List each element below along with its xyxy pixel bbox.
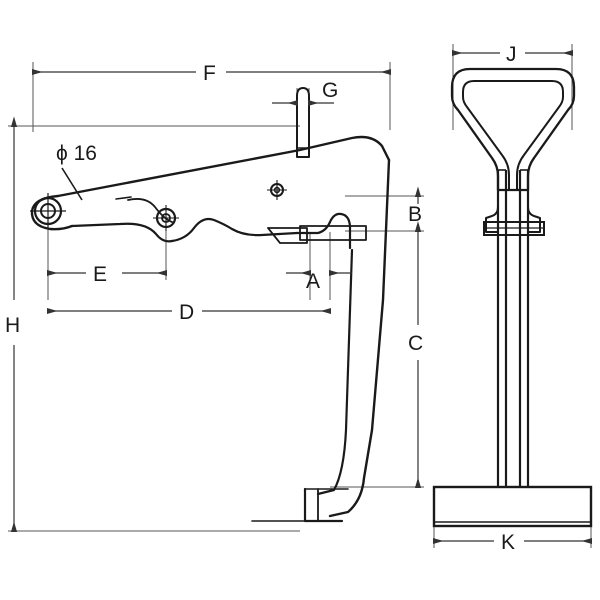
dimension-K: K — [432, 531, 593, 554]
dimension-K-label: K — [501, 531, 515, 554]
dimension-J: J — [451, 43, 574, 66]
dimension-F-label: F — [203, 62, 216, 85]
dimension-D-label: D — [179, 301, 194, 324]
dimension-G: G — [272, 79, 338, 107]
link-pin-hole — [153, 205, 179, 231]
dimension-F: F — [31, 62, 392, 85]
dimension-G-label: G — [322, 79, 338, 102]
dimension-A: A — [286, 269, 352, 293]
dimension-H: H — [5, 116, 20, 533]
dimension-E: E — [46, 263, 168, 286]
dimension-C-label: C — [408, 332, 423, 355]
side-view-clamp-body — [30, 87, 391, 523]
dimension-E-label: E — [93, 263, 107, 286]
dimension-A-label: A — [306, 270, 320, 293]
dimension-B-label: B — [408, 203, 422, 226]
dimension-D: D — [46, 301, 332, 324]
pivot-hole-phi16 — [30, 193, 66, 229]
side-view-extension-lines — [8, 62, 424, 532]
dimension-H-label: H — [5, 314, 20, 337]
dimension-C: C — [408, 221, 423, 489]
phi16-leader-line — [61, 167, 83, 201]
phi16-label: ϕ 16 — [56, 142, 97, 165]
front-view-cross-bar — [483, 221, 545, 236]
front-view-base-pad — [432, 485, 593, 528]
dimension-J-label: J — [506, 43, 517, 66]
center-mark-upper — [267, 180, 287, 200]
